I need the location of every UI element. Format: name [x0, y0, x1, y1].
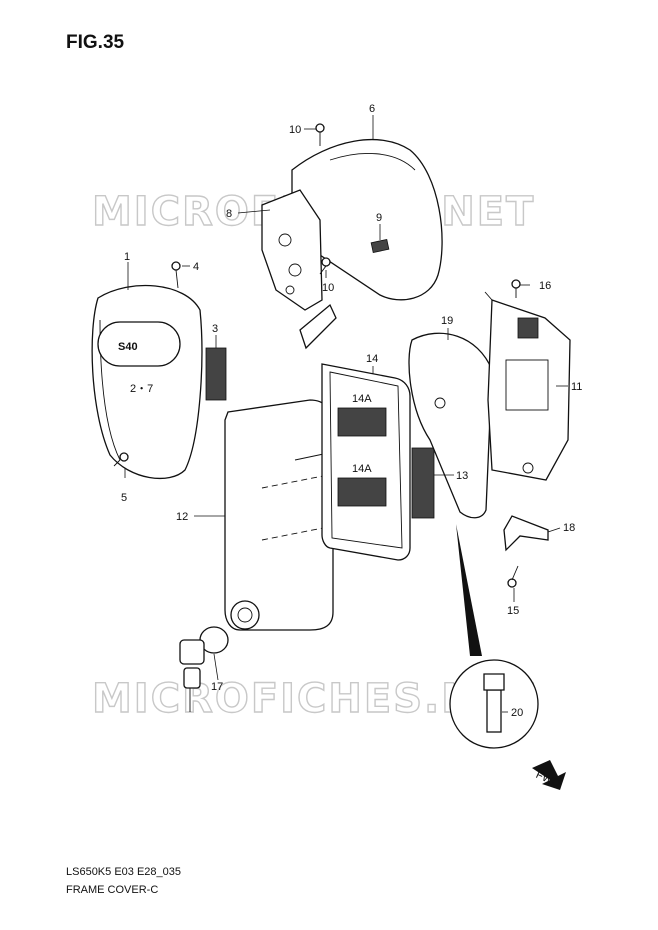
fwd-label: FWD [534, 769, 562, 790]
callout-5: 5 [121, 492, 127, 504]
callout-14: 14 [366, 353, 378, 365]
callout-3: 3 [212, 323, 218, 335]
part-8-bracket [261, 189, 337, 350]
figure-title: FIG.35 [66, 32, 125, 53]
part-1-side-cover: S40 [91, 284, 203, 480]
part-17-key-lock [179, 600, 260, 712]
detail-20-pin-inset [449, 524, 539, 749]
footer-name: FRAME COVER-C [66, 884, 159, 896]
screw-4 [171, 261, 181, 289]
part-3-grommet [205, 347, 227, 401]
part-13-seal [411, 447, 435, 519]
screw-10-lower [319, 257, 331, 275]
callout-19: 19 [441, 315, 453, 327]
callout-13: 13 [456, 470, 468, 482]
screw-5 [113, 452, 129, 467]
callout-14a-lower: 14A [352, 463, 372, 475]
emblem-text: S40 [118, 341, 138, 353]
part-12-air-cleaner-box [224, 399, 334, 631]
callout-15: 15 [507, 605, 519, 617]
callout-12: 12 [176, 511, 188, 523]
callout-10-lower: 10 [322, 282, 334, 294]
screw-15 [507, 565, 519, 588]
leader-lines [124, 115, 568, 713]
callout-11: 11 [571, 381, 582, 393]
callout-9: 9 [376, 212, 382, 224]
footer-code: LS650K5 E03 E28_035 [66, 866, 181, 878]
callout-8: 8 [226, 208, 232, 220]
callout-1: 1 [124, 251, 130, 263]
part-14-filter-element [321, 363, 411, 561]
screw-16 [511, 279, 521, 298]
screw-10-upper [315, 123, 325, 146]
callout-10-upper: 10 [289, 124, 301, 136]
callout-17: 17 [211, 681, 223, 693]
callout-20: 20 [511, 707, 523, 719]
callout-18: 18 [563, 522, 575, 534]
part-11-mount-bracket [484, 291, 571, 481]
callout-14a-upper: 14A [352, 393, 372, 405]
fwd-arrow: FWD [532, 760, 566, 790]
callout-4: 4 [193, 261, 199, 273]
part-18-clamp [503, 515, 549, 552]
callout-2-7: 2・7 [130, 383, 153, 395]
part-9-clip [370, 238, 390, 254]
callout-16: 16 [539, 280, 551, 292]
part-19-filter-cover [408, 332, 493, 519]
callout-6: 6 [369, 103, 375, 115]
